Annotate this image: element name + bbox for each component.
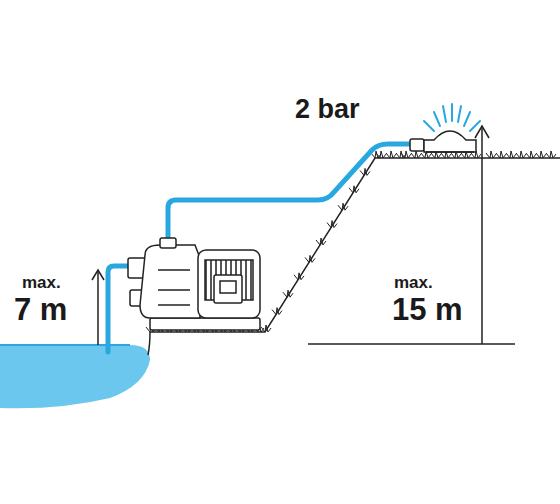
dimension-prefix: max.	[394, 274, 433, 291]
dimension-7m	[92, 270, 104, 345]
water-spray	[424, 104, 480, 131]
pressure-hose	[168, 144, 412, 240]
sprinkler	[410, 131, 476, 152]
dimension-value: 7 m	[14, 294, 67, 325]
dimension-15m	[308, 126, 515, 344]
suction-hose	[108, 266, 135, 352]
dimension-value: 15 m	[392, 294, 463, 325]
dimension-prefix: max.	[22, 274, 61, 291]
pressure-label: 2 bar	[295, 96, 360, 123]
ground-line	[148, 158, 560, 355]
garden-pump	[128, 238, 260, 330]
grass	[146, 151, 556, 332]
water	[0, 345, 150, 408]
